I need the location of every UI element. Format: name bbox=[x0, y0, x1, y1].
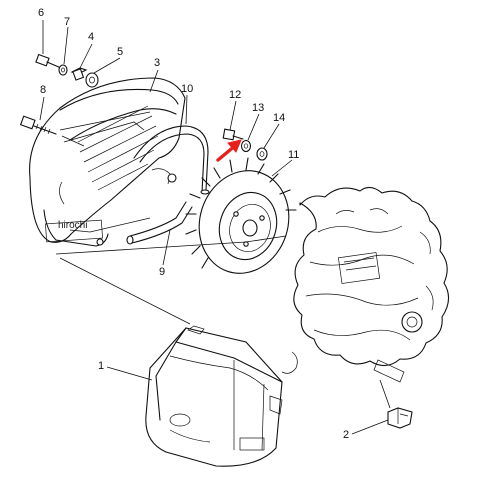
callout-labels: 6 7 4 5 3 8 10 12 13 14 11 9 1 2 bbox=[38, 7, 349, 441]
callout-leaders bbox=[39, 20, 389, 435]
grommet-5 bbox=[85, 72, 99, 88]
highlight-arrow bbox=[216, 139, 242, 162]
hose-10 bbox=[133, 125, 210, 195]
callout-12: 12 bbox=[229, 89, 241, 101]
clip-2 bbox=[387, 407, 413, 429]
callout-9: 9 bbox=[159, 266, 165, 278]
cylinder-shroud bbox=[29, 77, 186, 247]
engine-block bbox=[281, 186, 450, 383]
callout-7: 7 bbox=[64, 16, 70, 28]
callout-13: 13 bbox=[252, 102, 264, 114]
callout-3: 3 bbox=[154, 57, 160, 69]
bolt-6 bbox=[35, 53, 62, 69]
fan-housing bbox=[145, 325, 283, 467]
callout-5: 5 bbox=[117, 46, 123, 58]
callout-14: 14 bbox=[273, 112, 285, 124]
callout-2: 2 bbox=[343, 429, 349, 441]
callout-8: 8 bbox=[40, 84, 46, 96]
callout-11: 11 bbox=[288, 149, 299, 161]
bolt-8 bbox=[19, 115, 57, 135]
washer-13 bbox=[240, 139, 252, 153]
bolt-12 bbox=[222, 128, 244, 141]
spacer-4 bbox=[70, 67, 88, 81]
callout-4: 4 bbox=[88, 31, 94, 43]
callout-1: 1 bbox=[98, 360, 104, 372]
callout-10: 10 bbox=[181, 83, 193, 95]
flywheel-fan bbox=[185, 157, 297, 274]
washer-14 bbox=[256, 147, 268, 161]
callout-6: 6 bbox=[38, 7, 44, 19]
hose-9 bbox=[126, 201, 193, 245]
watermark-text: hirochi bbox=[58, 220, 87, 231]
assembly-lines bbox=[55, 111, 391, 409]
washer-7 bbox=[58, 64, 68, 76]
